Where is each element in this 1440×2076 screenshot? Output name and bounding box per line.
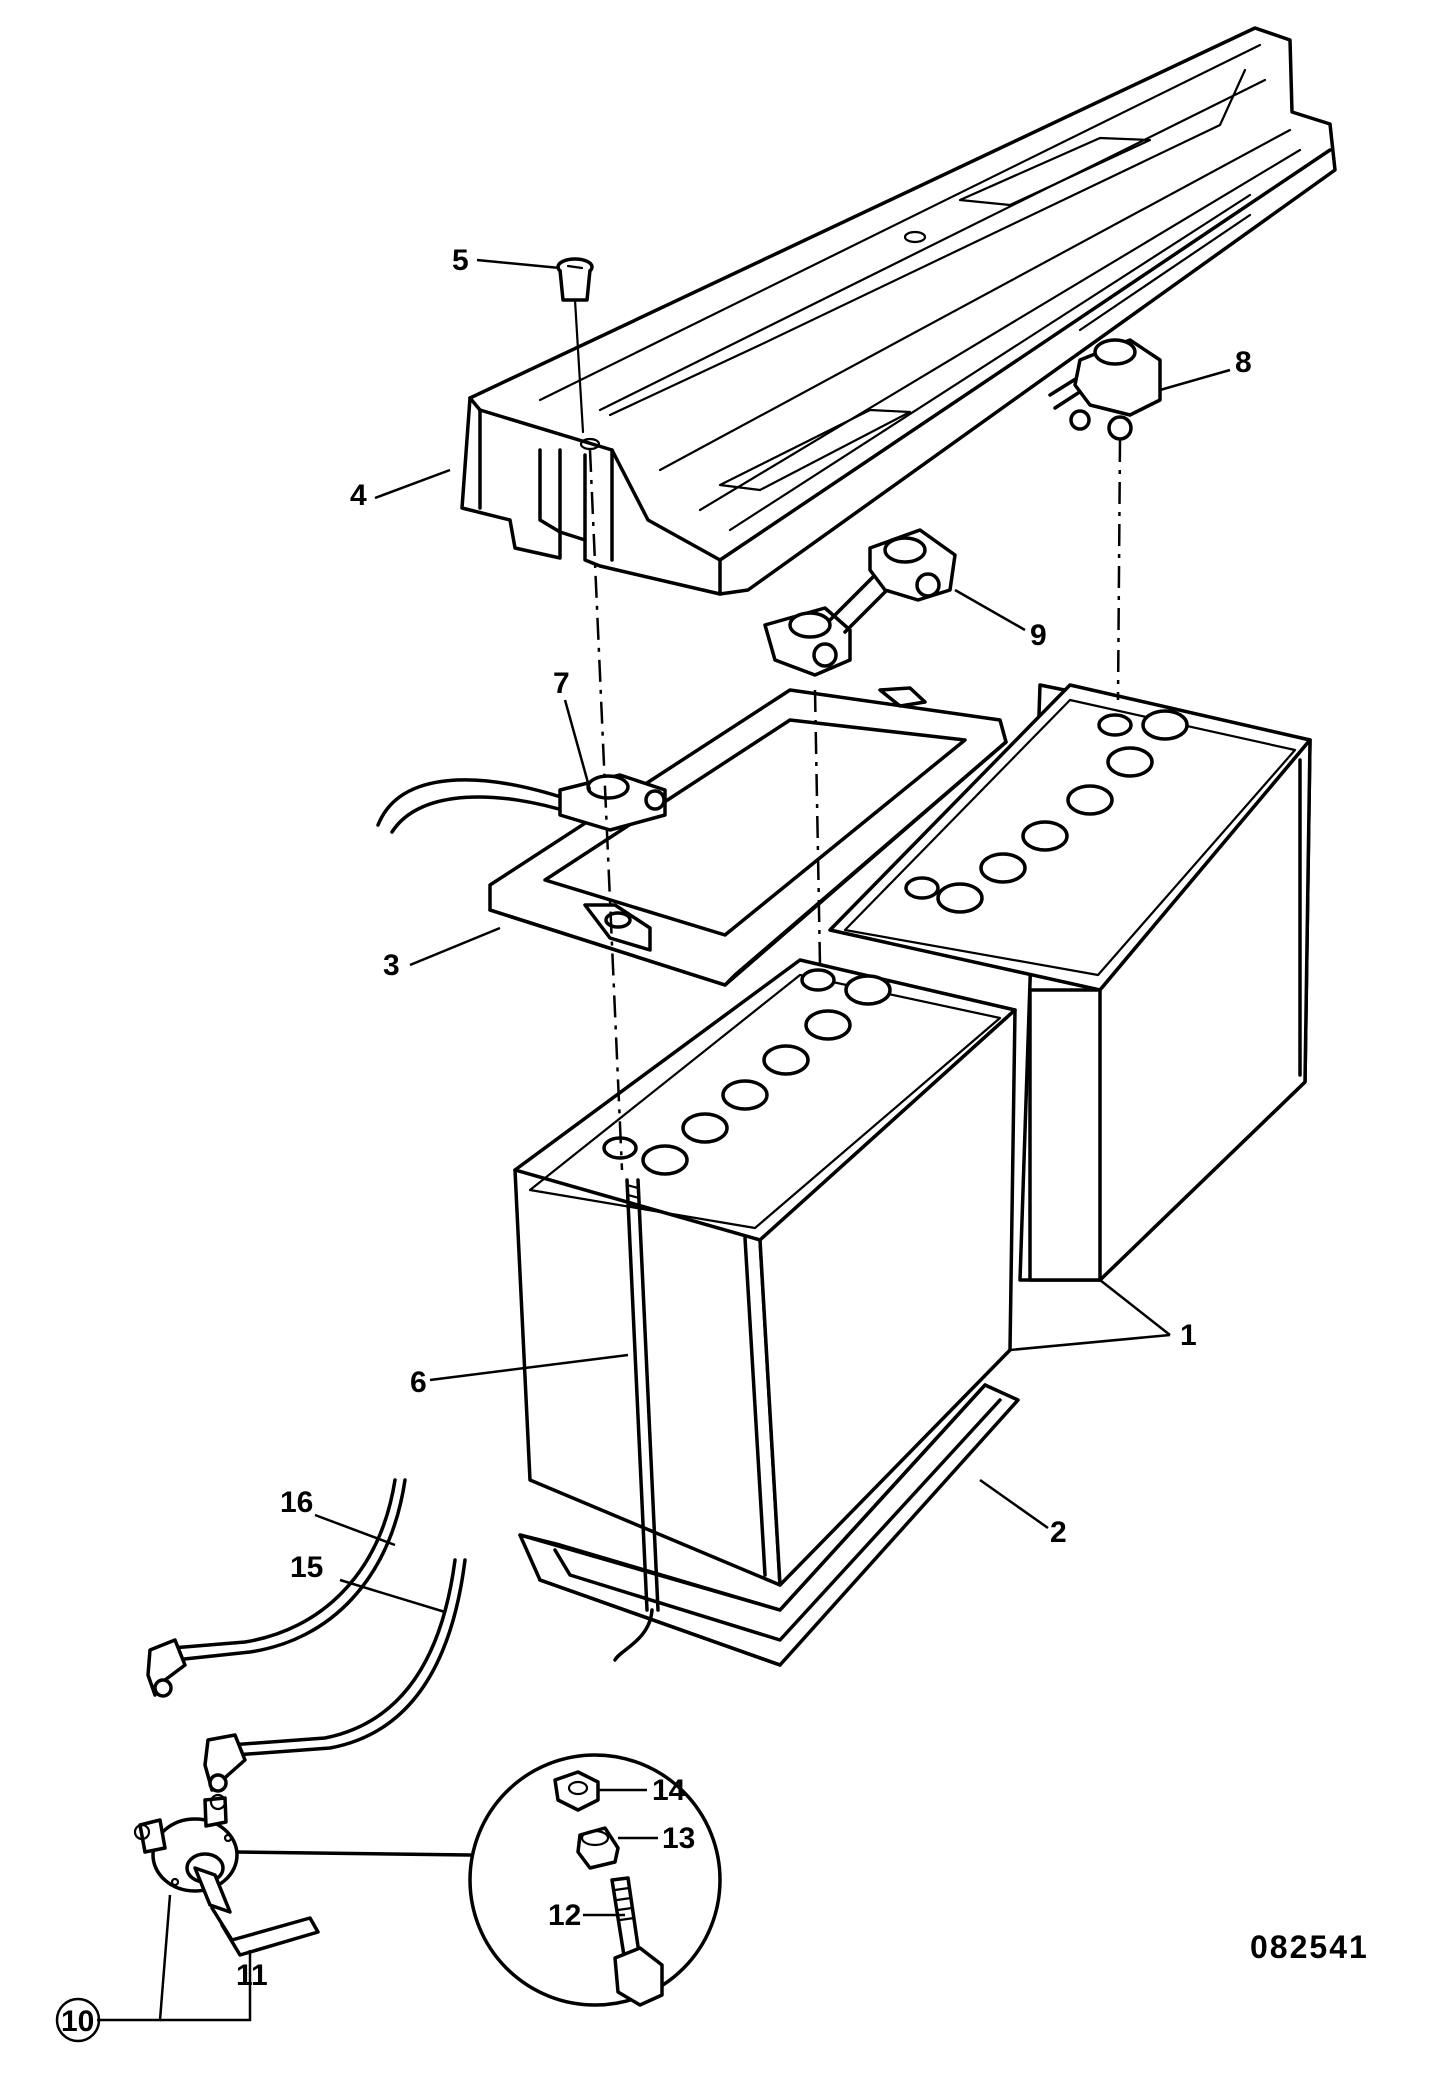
clamp-frame [488, 686, 1008, 987]
nut [553, 1770, 600, 1812]
cover-screw [556, 257, 594, 434]
rear-battery-caps [904, 709, 1189, 914]
callout-labels: 1 2 3 4 5 6 7 8 9 10 11 12 13 14 15 16 [61, 244, 1252, 2038]
callout-8: 8 [1235, 346, 1252, 379]
callout-9: 9 [1030, 619, 1047, 652]
callout-7: 7 [553, 667, 570, 700]
leader-lines [55, 258, 1231, 2043]
callout-15: 15 [290, 1551, 323, 1584]
callout-16: 16 [280, 1486, 313, 1519]
callout-11: 11 [236, 1959, 268, 1992]
callout-5: 5 [452, 244, 469, 277]
earth-clamp [376, 773, 667, 834]
front-battery-caps [602, 968, 892, 1176]
link-cable [763, 528, 957, 677]
callout-6: 6 [410, 1366, 427, 1399]
battery-front [513, 958, 1017, 1587]
battery-cover [460, 26, 1337, 596]
callout-10-circle [55, 1997, 101, 2043]
callout-1: 1 [1180, 1319, 1197, 1352]
battery-cables [146, 1478, 467, 1793]
callout-14: 14 [652, 1774, 686, 1807]
isolator-key [210, 1906, 320, 1957]
battery-tray [518, 1383, 1020, 1667]
callout-4: 4 [350, 479, 367, 512]
bolt [610, 1876, 664, 2007]
detail-connector [235, 1850, 472, 1857]
drawing-number: 082541 [1250, 1929, 1369, 1965]
callout-2: 2 [1050, 1516, 1067, 1549]
isolator-switch [133, 1793, 239, 1914]
spacer [576, 1826, 620, 1870]
terminal-connector [1048, 338, 1162, 441]
battery-rear [828, 683, 1312, 1282]
callout-3: 3 [383, 949, 400, 982]
callout-12: 12 [548, 1899, 581, 1932]
callout-10: 10 [61, 2005, 94, 2038]
clamp-rod [613, 1178, 660, 1662]
assembly-lines [588, 439, 1122, 1171]
detail-view [468, 1753, 722, 2007]
callout-13: 13 [662, 1822, 695, 1855]
